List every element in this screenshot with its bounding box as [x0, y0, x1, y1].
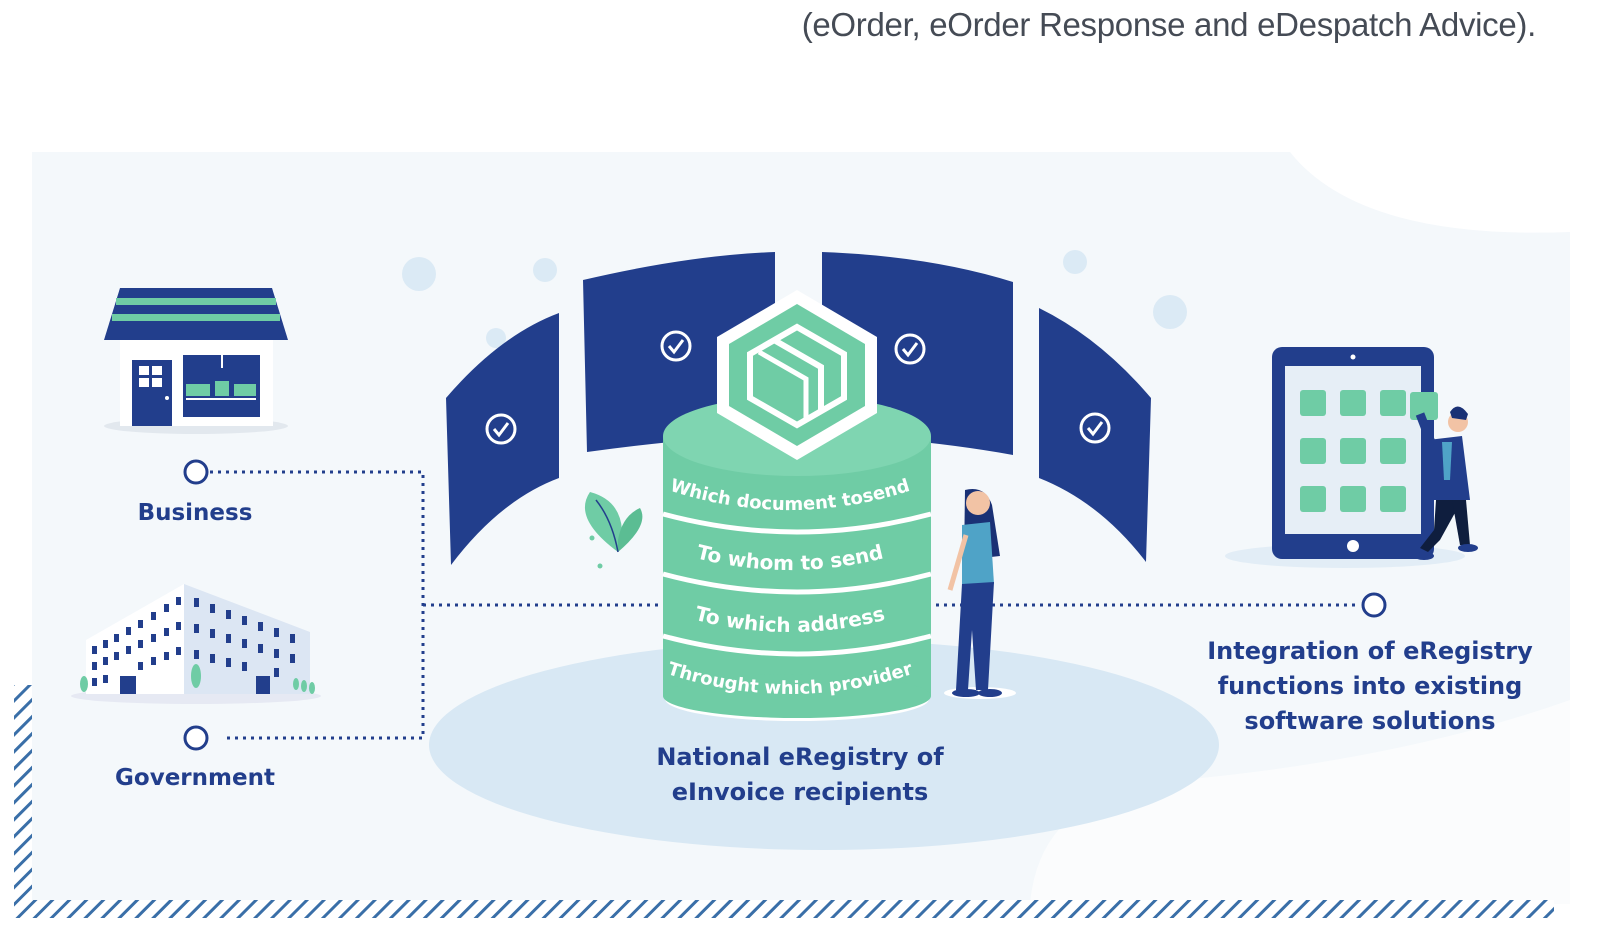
check-circle-icon — [660, 330, 692, 362]
top-caption: (eOrder, eOrder Response and eDespatch A… — [801, 6, 1537, 43]
database-icon — [662, 396, 932, 721]
office-building-icon — [71, 584, 321, 704]
connectors — [210, 470, 1360, 740]
document-panel-4 — [1039, 308, 1151, 562]
man-figure-icon — [1414, 406, 1478, 560]
shop-icon — [104, 288, 288, 434]
hatch-bottom — [14, 900, 1554, 918]
check-circle-icon — [894, 333, 926, 365]
plant-icon — [584, 492, 643, 569]
ground-blob — [429, 640, 1219, 850]
check-circle-icon — [1079, 412, 1111, 444]
tablet-icon — [1225, 347, 1465, 568]
bubbles — [402, 250, 1187, 348]
woman-figure-icon — [944, 489, 1016, 699]
node-dot-business — [183, 459, 209, 485]
node-dot-integration — [1361, 592, 1387, 618]
government-label: Government — [115, 765, 275, 791]
national-eregistry-label: National eRegistry of eInvoice recipient… — [656, 743, 944, 806]
hatch-left — [14, 685, 32, 907]
check-circle-icon — [485, 413, 517, 445]
business-label: Business — [137, 500, 253, 526]
bottom-wave — [1030, 700, 1570, 904]
document-panel-1 — [446, 313, 559, 565]
integration-label: Integration of eRegistry functions into … — [1207, 637, 1533, 735]
package-icon — [717, 290, 877, 460]
corner-wave — [1290, 152, 1570, 233]
node-dot-government — [183, 725, 209, 751]
